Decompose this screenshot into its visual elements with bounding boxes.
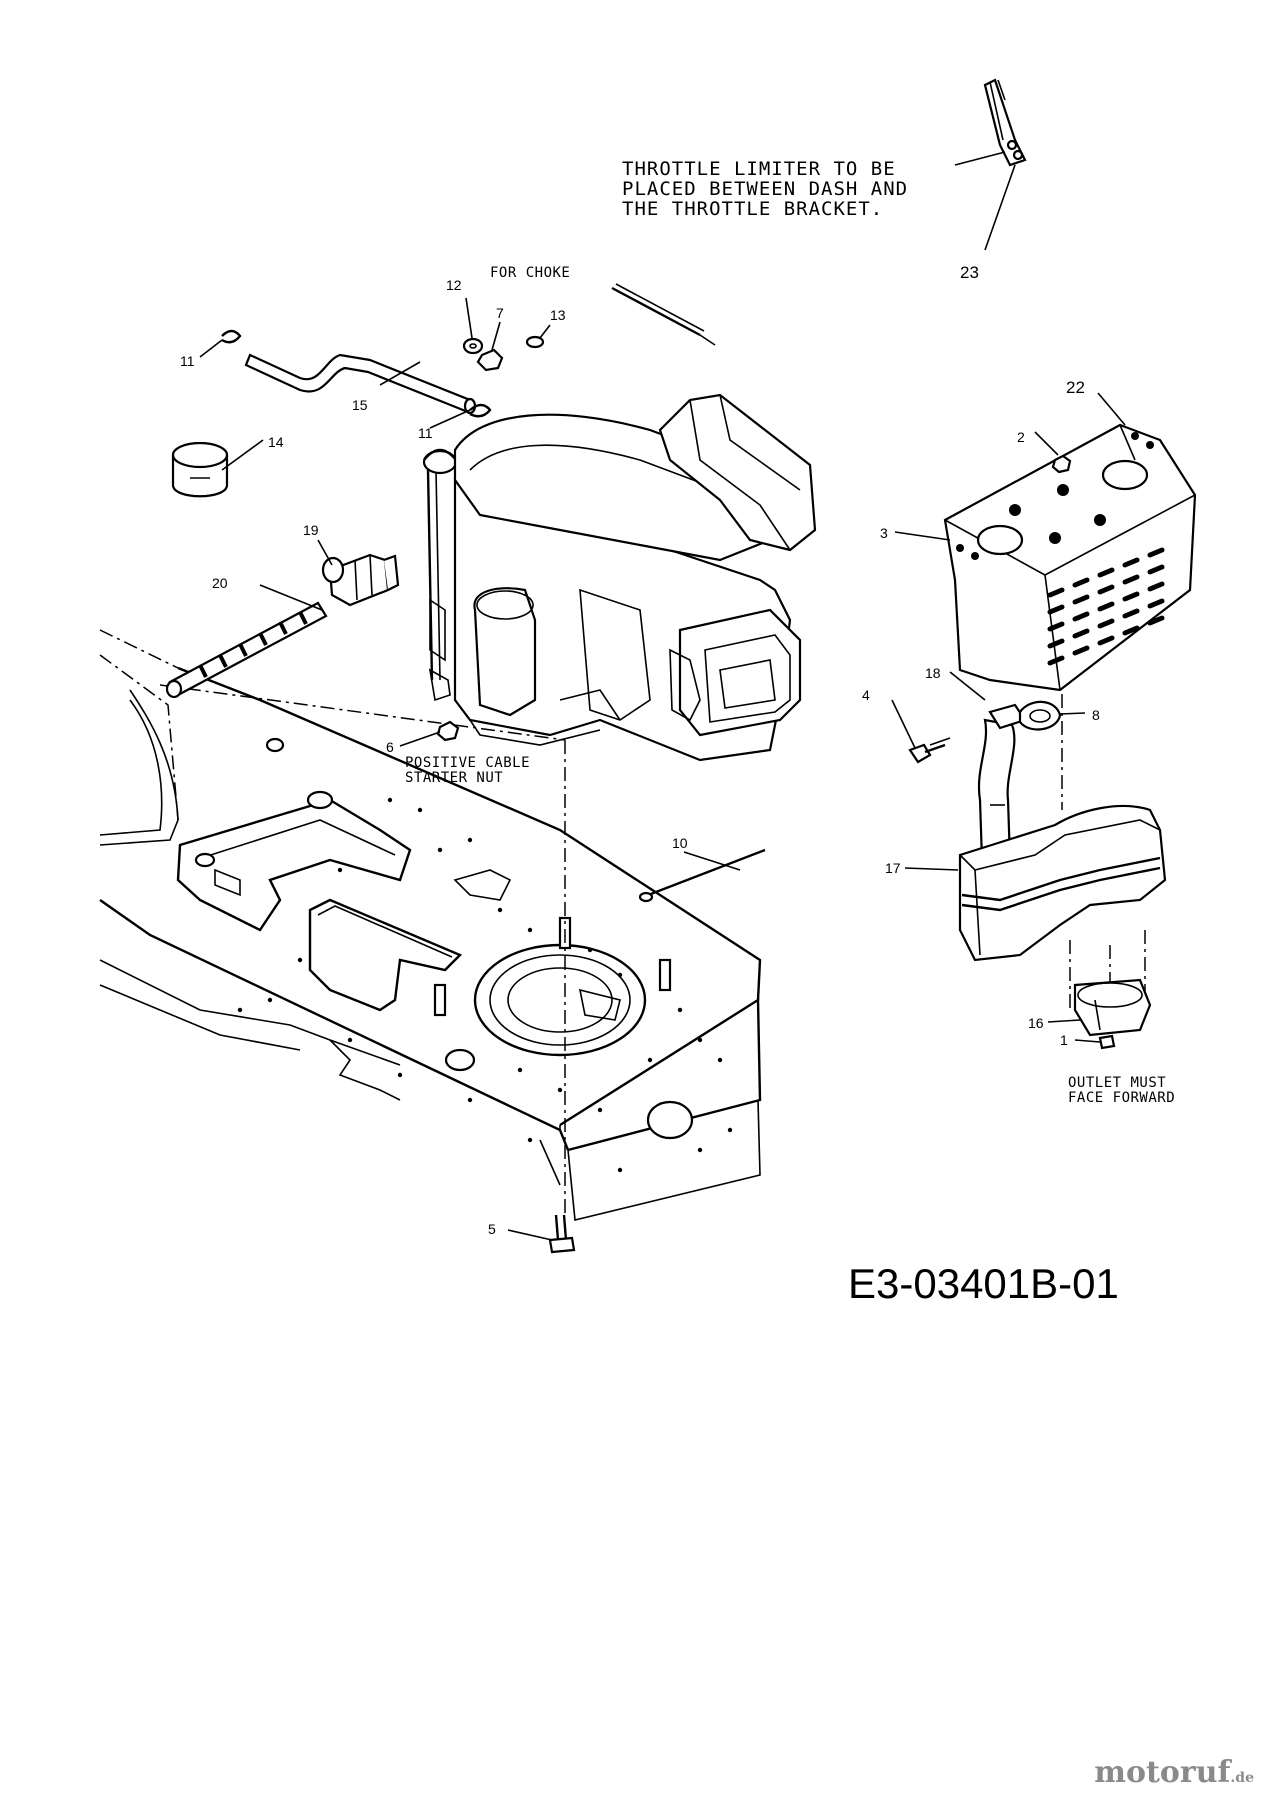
choke-cable: [611, 283, 716, 346]
throttle-note-line-1: THROTTLE LIMITER TO BE: [622, 158, 896, 180]
part-10-cable-tie: [642, 848, 766, 899]
leader-lines: [199, 151, 1126, 1241]
callout-10: 10: [672, 835, 688, 851]
throttle-note-line-3: THE THROTTLE BRACKET.: [622, 198, 883, 220]
callout-13: 13: [550, 307, 566, 323]
outlet-note-line-2: FACE FORWARD: [1068, 1090, 1175, 1106]
frame-chassis: [99, 629, 762, 1221]
callout-18: 18: [925, 665, 941, 681]
part-19-fuel-valve: [321, 553, 400, 607]
callout-8: 8: [1092, 707, 1100, 723]
positive-cable-note-line-1: POSITIVE CABLE: [405, 755, 530, 771]
part-20-fuel-line: [165, 601, 328, 699]
heat-shield-louvers: [1047, 547, 1165, 666]
callout-7: 7: [496, 305, 504, 321]
part-7-nut: [476, 348, 504, 372]
part-14-cap: [171, 441, 229, 498]
callout-5: 5: [488, 1221, 496, 1237]
callout-11a: 11: [180, 353, 195, 369]
callout-17: 17: [885, 860, 901, 876]
engine: [422, 393, 817, 762]
callout-2: 2: [1017, 429, 1025, 445]
callout-19: 19: [303, 522, 319, 538]
callout-15: 15: [352, 397, 368, 413]
choke-note: FOR CHOKE: [490, 265, 570, 281]
callout-14: 14: [268, 434, 284, 450]
callout-12: 12: [446, 277, 462, 293]
callout-20: 20: [212, 575, 228, 591]
part-2-nut: [1051, 454, 1072, 474]
part-13-washer: [525, 335, 545, 349]
callout-3: 3: [880, 525, 888, 541]
part-15-choke-tube: [244, 353, 477, 415]
part-4-bolt: [908, 737, 951, 764]
part-23-throttle-limiter: [983, 78, 1027, 167]
frame-holes: [237, 797, 733, 1173]
heat-shield: [943, 423, 1197, 692]
callout-11b: 11: [418, 425, 433, 441]
muffler: [958, 700, 1167, 1037]
watermark-logo: motoruf.de: [1094, 1755, 1254, 1790]
watermark-name: motoruf: [1094, 1755, 1231, 1790]
throttle-note-line-2: PLACED BETWEEN DASH AND: [622, 178, 908, 200]
part-5-bolt: [548, 1214, 576, 1254]
positive-cable-note-line-2: STARTER NUT: [405, 770, 503, 786]
part-1-bolt: [1098, 1034, 1116, 1050]
callout-16: 16: [1028, 1015, 1044, 1031]
callout-6: 6: [386, 739, 394, 755]
outlet-note-line-1: OUTLET MUST: [1068, 1075, 1166, 1091]
part-6-nut: [436, 720, 460, 742]
callout-4: 4: [862, 687, 870, 703]
callout-22: 22: [1066, 378, 1085, 397]
part-12-washer: [462, 337, 484, 355]
callout-1: 1: [1060, 1032, 1068, 1048]
diagram-code: E3-03401B-01: [848, 1260, 1119, 1307]
watermark-tld: .de: [1230, 1770, 1254, 1786]
callout-23: 23: [960, 263, 979, 282]
part-11-clip: [221, 329, 492, 418]
